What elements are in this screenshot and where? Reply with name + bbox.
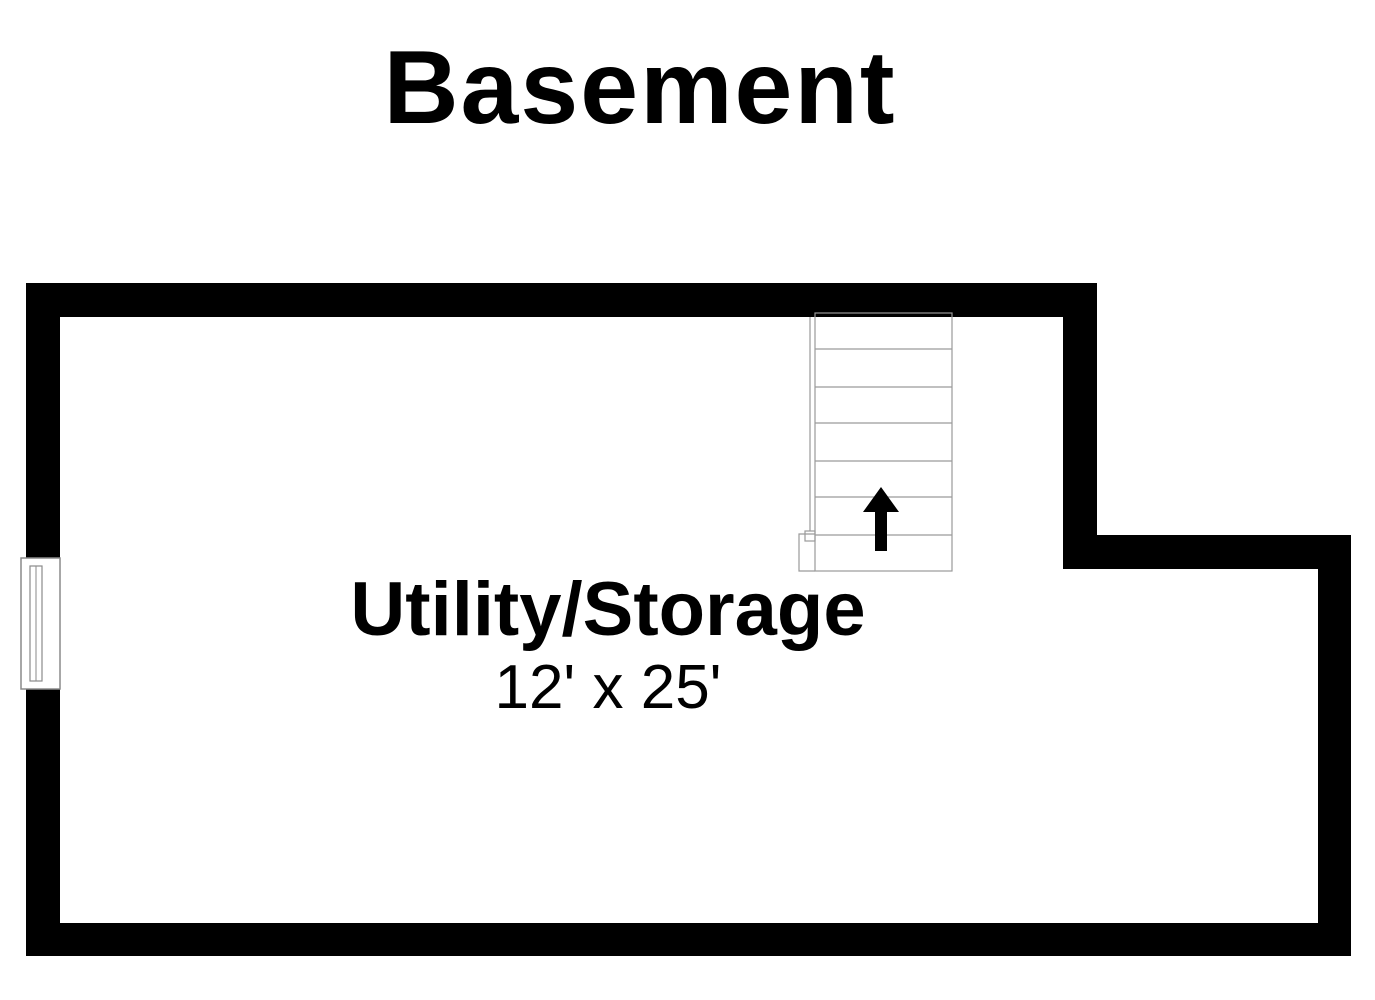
arrow-up-icon	[863, 487, 899, 551]
window	[20, 557, 61, 690]
room-dimensions: 12' x 25'	[494, 653, 722, 722]
newel-post	[804, 530, 816, 542]
stair-landing	[798, 533, 815, 572]
floor-title: Basement	[383, 30, 897, 146]
stair-outline	[814, 312, 953, 572]
room-name: Utility/Storage	[350, 567, 866, 652]
